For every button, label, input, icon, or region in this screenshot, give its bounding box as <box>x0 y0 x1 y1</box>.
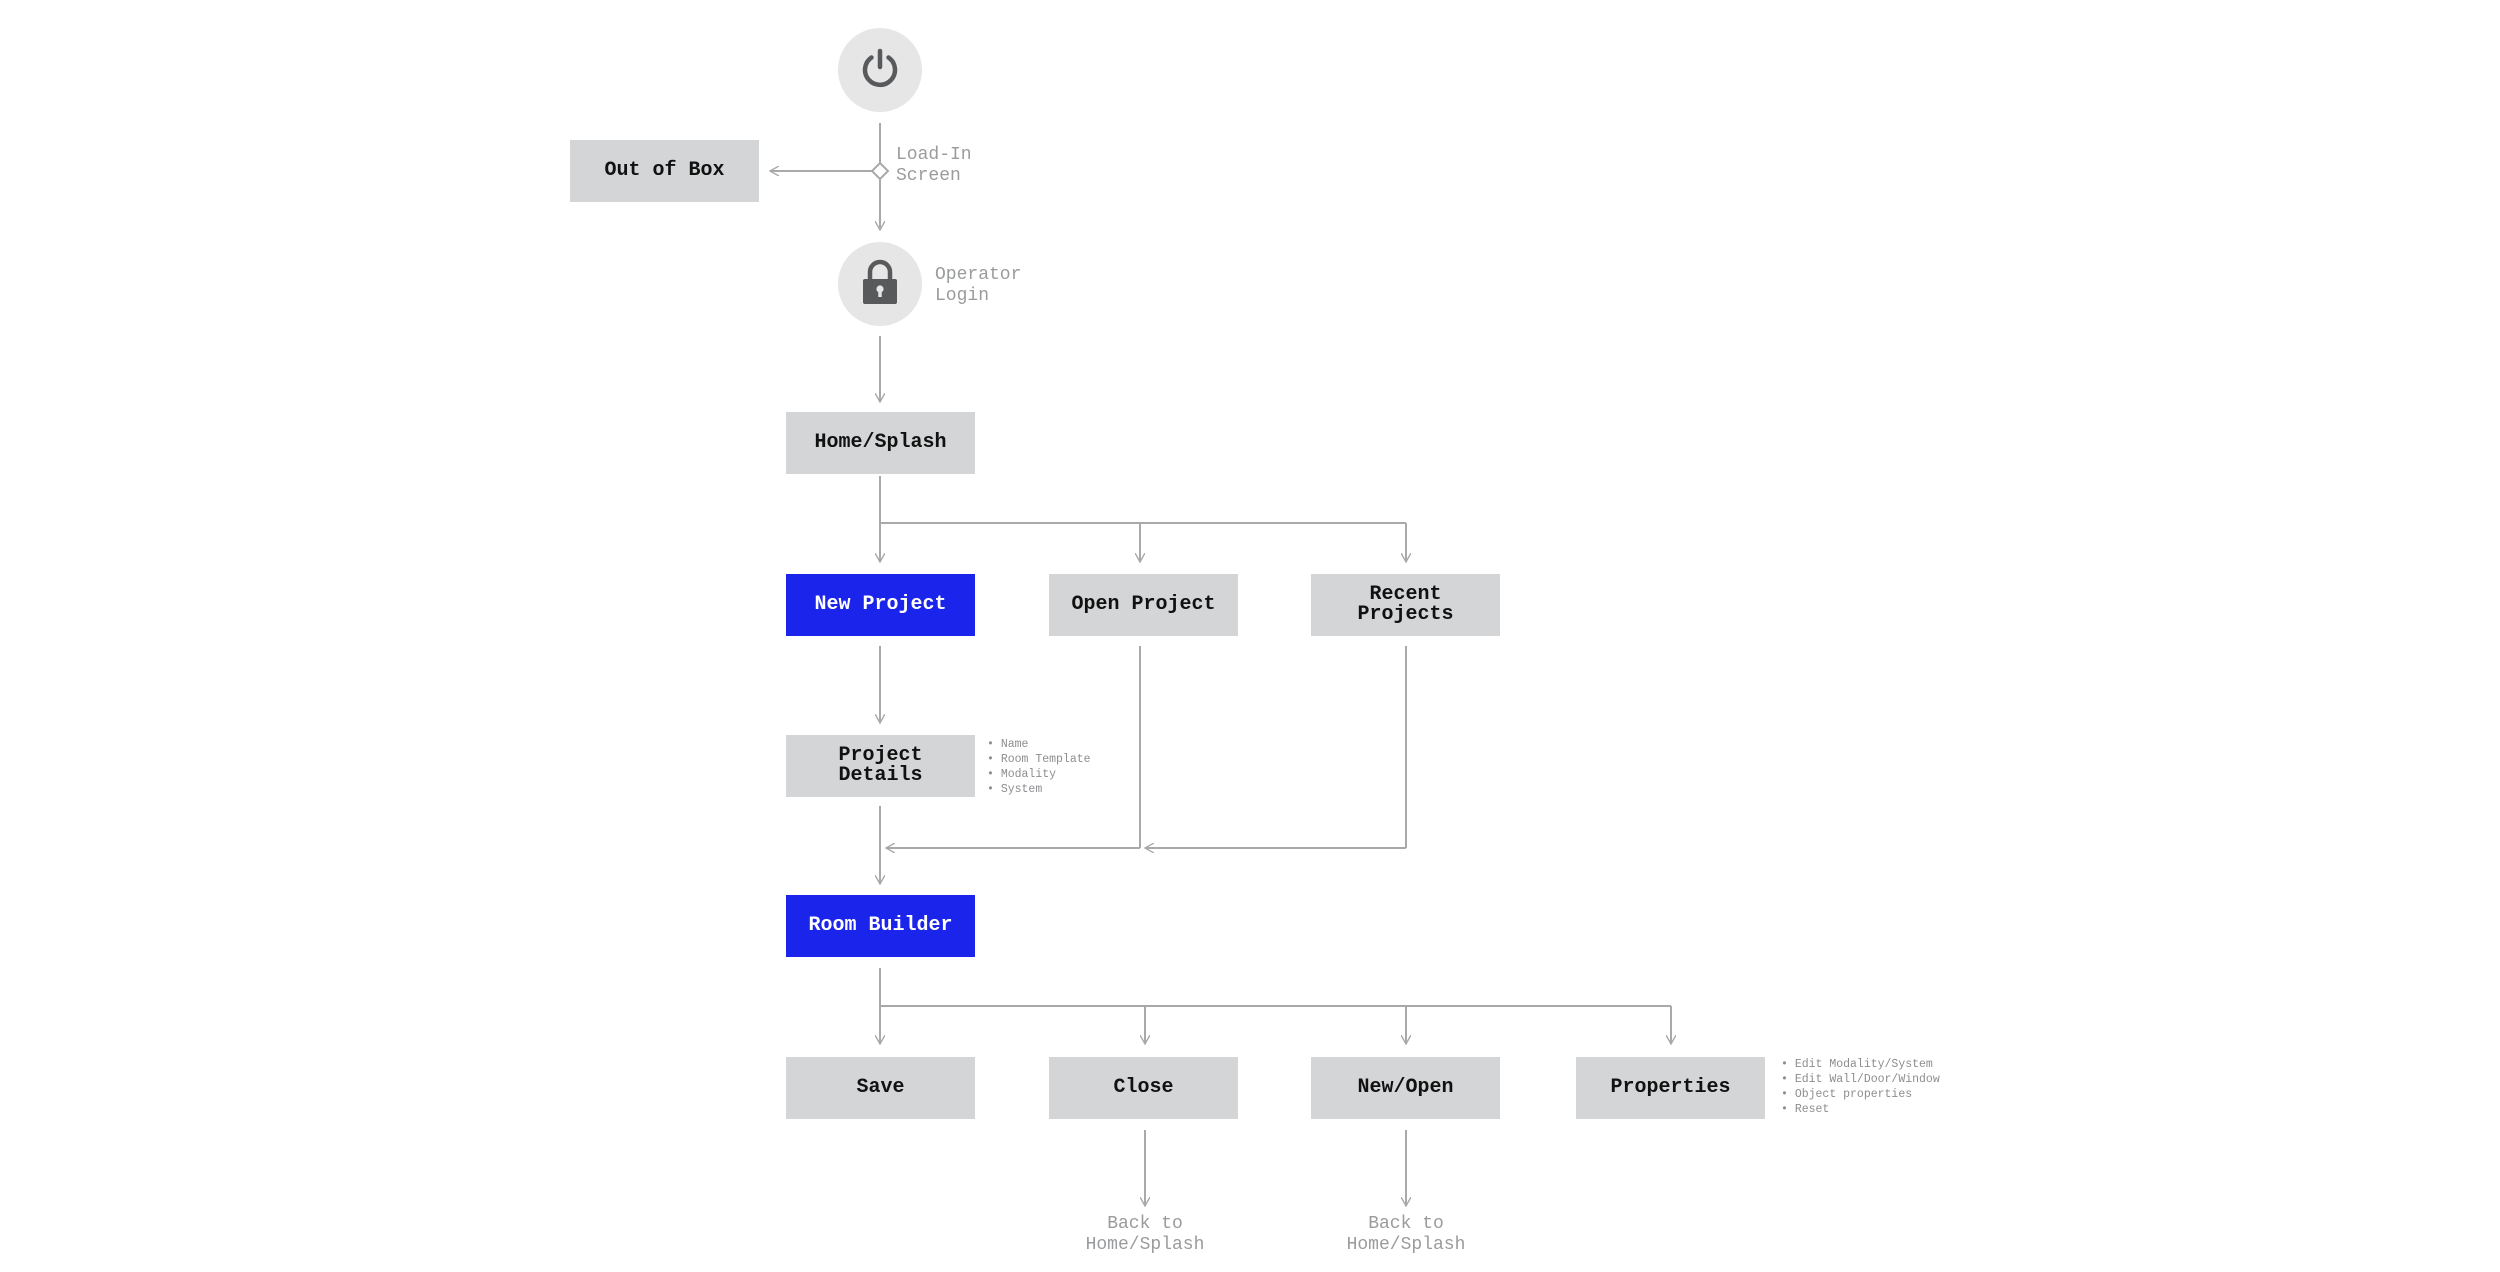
room-builder-node[interactable]: Room Builder <box>786 895 975 957</box>
operator-login-label: Operator Login <box>935 265 1022 306</box>
new-open-node[interactable]: New/Open <box>1311 1057 1500 1119</box>
back-to-home-label-close: Back to Home/Splash <box>1085 1214 1205 1255</box>
note-item: Modality <box>987 767 1091 782</box>
power-node[interactable] <box>838 28 922 112</box>
power-icon <box>856 44 904 97</box>
project-details-notes: Name Room Template Modality System <box>987 737 1091 797</box>
note-item: Room Template <box>987 752 1091 767</box>
note-item: Object properties <box>1781 1087 1940 1102</box>
operator-login-node[interactable] <box>838 242 922 326</box>
load-in-screen-label: Load-In Screen <box>896 145 972 186</box>
project-details-node[interactable]: Project Details <box>786 735 975 797</box>
back-to-home-label-new-open: Back to Home/Splash <box>1346 1214 1466 1255</box>
properties-node[interactable]: Properties <box>1576 1057 1765 1119</box>
new-project-node[interactable]: New Project <box>786 574 975 636</box>
note-item: Edit Wall/Door/Window <box>1781 1072 1940 1087</box>
note-item: Reset <box>1781 1102 1940 1117</box>
save-node[interactable]: Save <box>786 1057 975 1119</box>
recent-projects-node[interactable]: Recent Projects <box>1311 574 1500 636</box>
out-of-box-node[interactable]: Out of Box <box>570 140 759 202</box>
close-node[interactable]: Close <box>1049 1057 1238 1119</box>
decision-diamond <box>870 161 890 181</box>
home-splash-node[interactable]: Home/Splash <box>786 412 975 474</box>
note-item: Name <box>987 737 1091 752</box>
lock-icon <box>858 258 902 311</box>
properties-notes: Edit Modality/System Edit Wall/Door/Wind… <box>1781 1057 1940 1117</box>
note-item: Edit Modality/System <box>1781 1057 1940 1072</box>
note-item: System <box>987 782 1091 797</box>
open-project-node[interactable]: Open Project <box>1049 574 1238 636</box>
